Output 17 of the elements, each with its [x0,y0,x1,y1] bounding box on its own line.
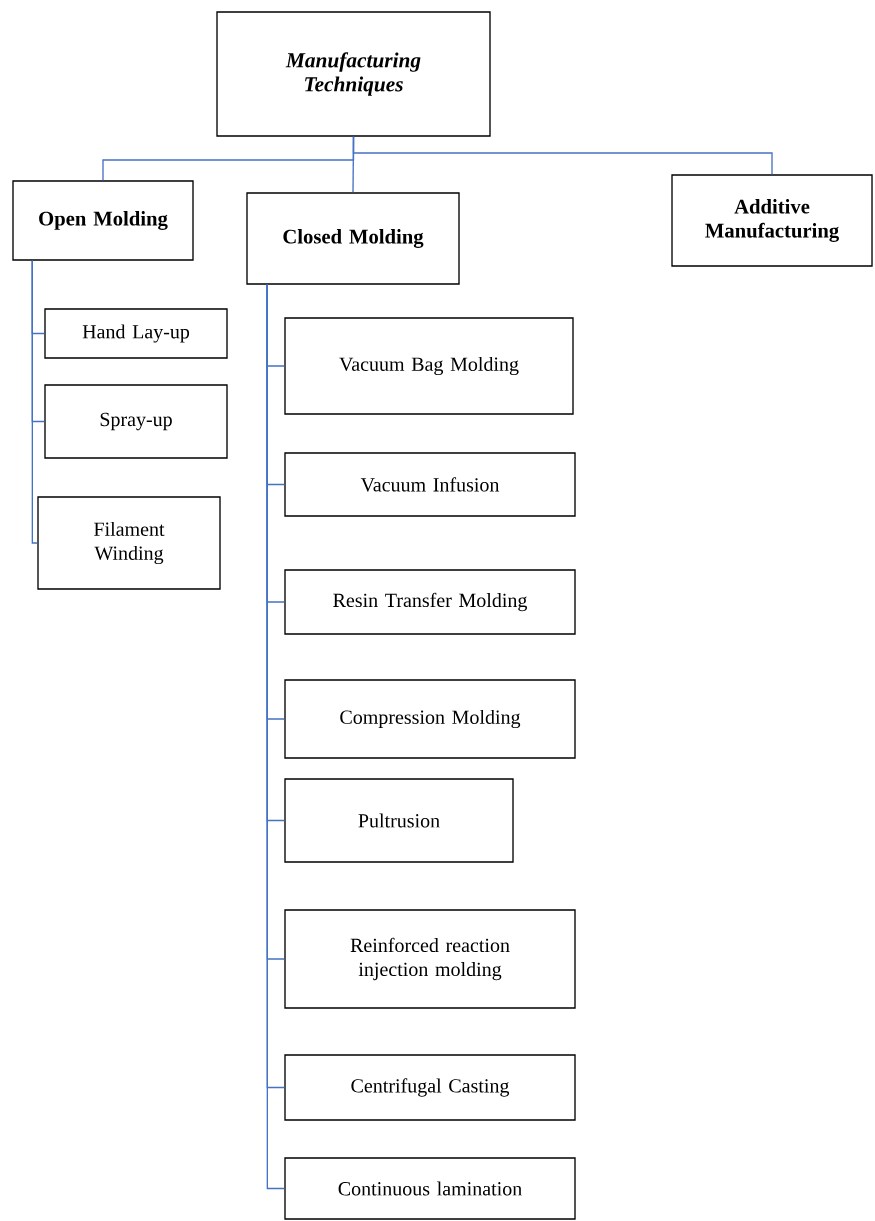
root-box: Manufacturing Techniques [216,11,491,137]
connector-line [31,260,38,544]
connector-line [352,136,773,175]
category-box: Additive Manufacturing [671,174,873,267]
technique-box: Spray-up [44,384,228,459]
technique-box: Vacuum Bag Molding [284,317,574,415]
technique-box: Centrifugal Casting [284,1054,576,1121]
technique-box: Hand Lay-up [44,308,228,359]
technique-box: Vacuum Infusion [284,452,576,517]
technique-box: Resin Transfer Molding [284,569,576,635]
technique-box: Reinforced reaction injection molding [284,909,576,1009]
technique-box: Pultrusion [284,778,514,863]
technique-box: Continuous lamination [284,1157,576,1220]
technique-box: Filament Winding [37,496,221,590]
category-box: Open Molding [12,180,194,261]
category-box: Closed Molding [246,192,460,285]
technique-box: Compression Molding [284,679,576,759]
